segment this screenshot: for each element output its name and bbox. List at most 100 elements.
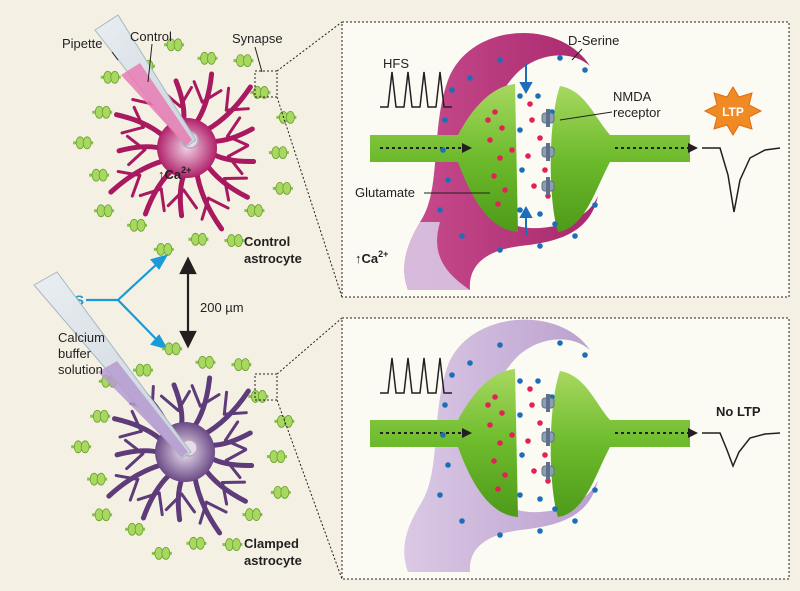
d-serine-dot [557,55,563,61]
d-serine-dot [467,75,473,81]
astrocyte-branch [223,438,248,451]
d-serine-dot [582,352,588,358]
synapse-icon [242,508,263,521]
calcium-buffer-label-2: buffer [58,346,92,361]
synapse-icon [87,472,108,486]
astrocyte-branch [159,394,180,412]
control-pipette [94,14,197,148]
astrocyte-branch [180,492,196,514]
d-serine-dot [517,378,523,384]
astrocyte-branch [226,144,250,158]
d-serine-dot [517,93,523,99]
d-serine-label: D-Serine [568,33,619,48]
synapse-icon [272,182,293,195]
astrocyte-process [113,112,168,141]
nmda-receptor-icon [541,428,555,446]
astrocyte-branch [130,409,143,433]
astrocyte-branch [182,188,198,210]
astrocyte-branch [130,173,142,198]
d-serine-dot [497,532,503,538]
glutamate-dot [542,167,548,173]
astrocyte-branch [221,481,229,506]
d-serine-dot [449,372,455,378]
glutamate-dot [497,440,503,446]
panel-calcium-label: ↑Ca2+ [355,249,388,266]
synapse-icon [125,522,146,536]
nmda-receptor-icon [541,394,555,412]
distance-arrow [179,256,197,349]
d-serine-dot [592,487,598,493]
control-synapse-panel: LTP HFS D-Serine NMDA receptor Glutamate… [341,21,790,298]
astrocyte-branch [223,420,240,442]
d-serine-dot [437,207,443,213]
d-serine-dot [557,340,563,346]
calcium-buffer-label-1: Calcium [58,330,105,345]
astrocyte-branch [224,107,250,112]
astrocyte-branch [190,384,202,408]
synapse-icon [274,414,295,428]
nmda-receptor-icon [541,177,555,195]
d-serine-dot [497,57,503,63]
d-serine-dot [592,202,598,208]
d-serine-dot [582,67,588,73]
d-serine-dot [497,342,503,348]
glutamate-dot [487,137,493,143]
d-serine-dot [537,243,543,249]
d-serine-dot [440,432,446,438]
synapse-icon [266,450,287,463]
synapse-icon [270,486,291,499]
synapse-icon [222,538,243,551]
glutamate-dot [499,125,505,131]
glutamate-dot [485,117,491,123]
clamped-pipette [33,271,192,459]
d-serine-dot [449,87,455,93]
astrocyte-branch [136,491,161,502]
astrocyte-branch [118,429,143,439]
panel-hfs-label-top: HFS [383,56,409,71]
postsynaptic-terminal-clamped [550,371,690,517]
astrocyte-branch [138,187,163,198]
d-serine-dot [517,207,523,213]
astrocyte-branch [132,105,145,129]
presynaptic-terminal [370,84,518,232]
astrocyte-branch [223,177,231,202]
control-synapse-icons [73,38,297,256]
synapse-icon [94,204,115,218]
glutamate-dot [525,153,531,159]
d-serine-dot [437,492,443,498]
nmda-receptor-icon [541,462,555,480]
d-serine-dot [442,117,448,123]
astrocyte-branch [225,116,242,138]
glutamate-dot [487,422,493,428]
hfs-trace-bottom [380,357,452,394]
ltp-label: LTP [722,105,744,119]
synapse-icon [153,242,174,256]
ltp-star-badge [703,86,763,136]
d-serine-dot [572,518,578,524]
synapse-icon [162,342,183,356]
d-serine-dot [535,378,541,384]
clamped-synapse-panel: No LTP [341,317,790,580]
synapse-icon [268,146,289,159]
clamped-astrocyte-label-2: astrocyte [244,553,302,568]
nmda-receptor-icon [541,143,555,161]
astrocyte-branch [123,438,145,456]
d-serine-dot [445,177,451,183]
synapse-icon [133,363,154,377]
clamped-astrocyte-label-1: Clamped [244,536,299,551]
astrocyte-branch [224,458,242,480]
glutamate-dot [529,117,535,123]
synapse-icon [71,440,92,454]
glutamate-dot [529,402,535,408]
astrocyte-branch [120,125,145,135]
synapse-icon [73,136,94,150]
glutamate-dot [495,486,501,492]
astrocyte-branch [159,187,166,213]
control-label: Control [130,29,172,44]
glutamate-dot [497,155,503,161]
hfs-trace-top [380,71,452,108]
d-serine-dot [467,360,473,366]
control-astrocyte-label-1: Control [244,234,290,249]
astrocyte-branch [204,500,228,514]
